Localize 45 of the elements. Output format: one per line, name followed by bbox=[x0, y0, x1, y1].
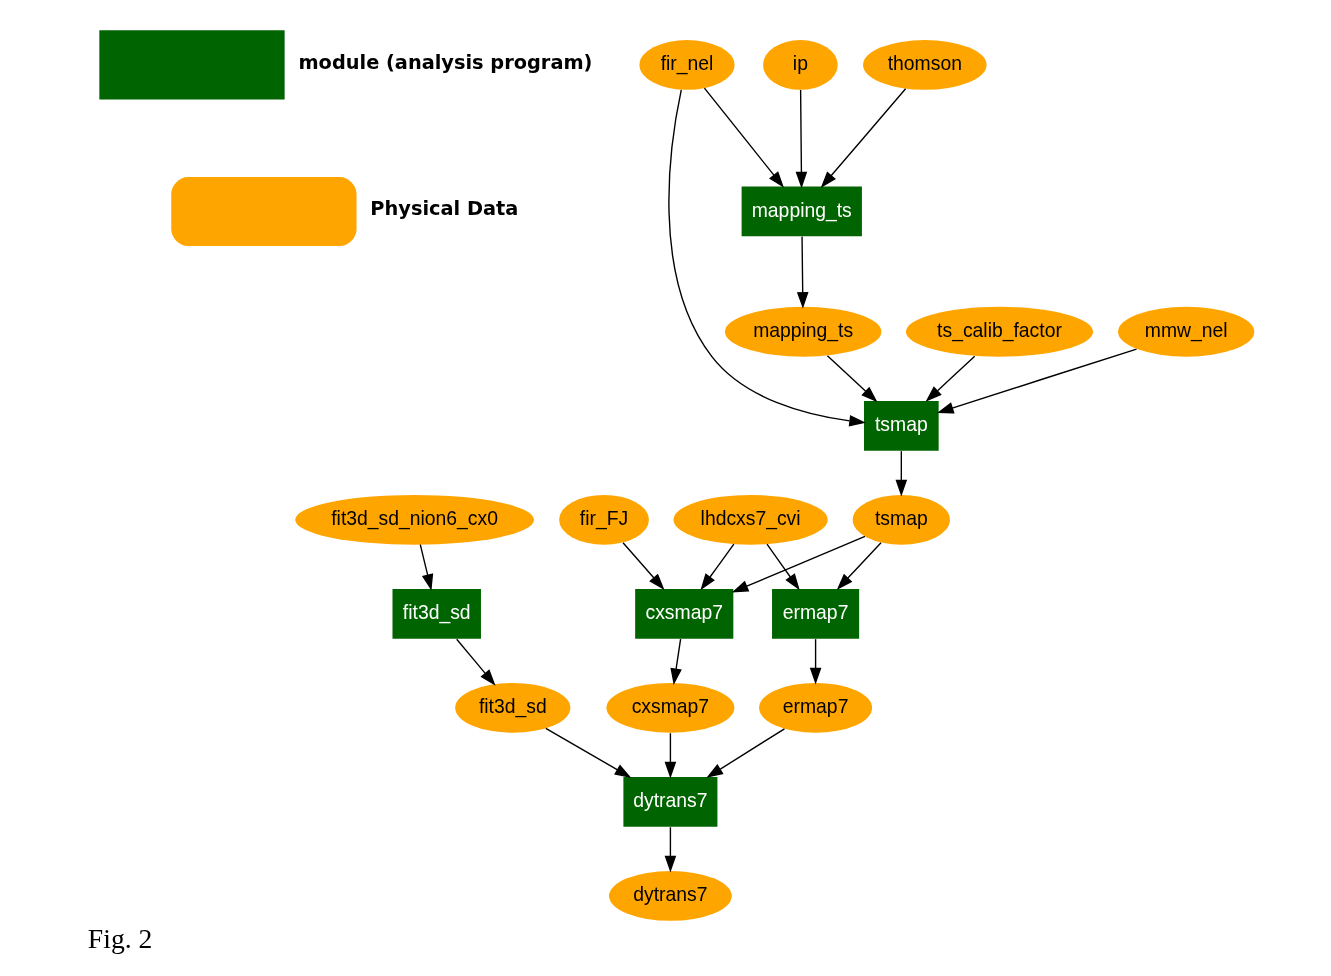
node-ellipse: ermap7 bbox=[759, 682, 873, 733]
arrow bbox=[731, 535, 866, 593]
legend-label: module (analysis program) bbox=[298, 50, 593, 74]
node-ellipse: lhdcxs7_cvi bbox=[673, 494, 828, 545]
node-ellipse: tsmap bbox=[852, 494, 950, 545]
arrow bbox=[796, 235, 809, 309]
arrow bbox=[664, 826, 677, 873]
arrow bbox=[545, 727, 632, 778]
arrow bbox=[456, 638, 496, 686]
arrow bbox=[826, 355, 878, 403]
node-ellipse: fit3d_sd_nion6_cx0 bbox=[295, 494, 535, 545]
node-box: mapping_ts bbox=[741, 186, 862, 237]
node-ellipse: dytrans7 bbox=[609, 871, 732, 921]
node-ellipse: mapping_ts bbox=[724, 306, 882, 357]
node-box: fit3d_sd bbox=[392, 588, 481, 639]
arrow bbox=[820, 88, 907, 188]
node-box: ermap7 bbox=[772, 588, 860, 639]
node-ellipse: fir_FJ bbox=[559, 494, 649, 545]
caption: Fig. 2 bbox=[87, 923, 153, 955]
arrow bbox=[795, 89, 808, 189]
node-ellipse: ip bbox=[763, 40, 838, 90]
arrow bbox=[809, 638, 822, 685]
arrow bbox=[836, 542, 882, 590]
arrow bbox=[706, 728, 786, 778]
node-ellipse: fit3d_sd bbox=[455, 682, 571, 733]
node-box: cxsmap7 bbox=[635, 588, 734, 639]
node-ellipse: cxsmap7 bbox=[606, 682, 735, 733]
legend-label: Physical Data bbox=[370, 197, 519, 221]
arrow bbox=[766, 543, 800, 591]
arrow bbox=[670, 638, 682, 686]
node-ellipse: thomson bbox=[863, 40, 987, 90]
arrow bbox=[925, 355, 976, 402]
arrow bbox=[937, 348, 1138, 414]
arrow bbox=[703, 87, 784, 188]
node-box: dytrans7 bbox=[623, 777, 718, 827]
node-ellipse: mmw_nel bbox=[1118, 306, 1255, 357]
arrow bbox=[700, 543, 735, 591]
arrow bbox=[664, 732, 677, 779]
arrow bbox=[622, 542, 665, 590]
node-ellipse: ts_calib_factor bbox=[905, 306, 1094, 357]
arrow bbox=[668, 89, 866, 427]
arrow bbox=[419, 544, 434, 591]
node-ellipse: fir_nel bbox=[639, 40, 735, 90]
node-box: tsmap bbox=[864, 400, 939, 451]
arrow bbox=[895, 450, 908, 497]
